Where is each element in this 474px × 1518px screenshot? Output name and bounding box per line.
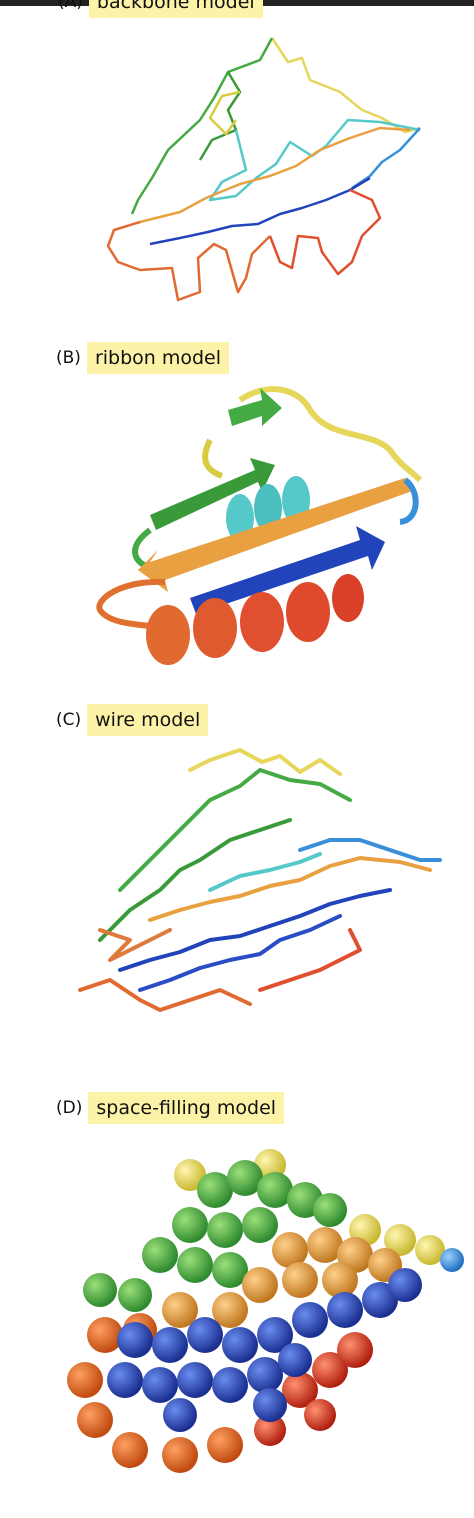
backbone-trace-red xyxy=(268,188,382,276)
panel-title: wire model xyxy=(87,704,209,736)
wire-segment-dark-orange xyxy=(78,978,252,1012)
ribbon-loop-yellow2 xyxy=(202,438,224,479)
panel-ribbon: (B) ribbon model xyxy=(0,330,474,690)
ribbon-strand-green-top xyxy=(228,388,282,426)
atom-cluster-red xyxy=(254,1332,373,1446)
ribbon-model-figure xyxy=(96,386,423,665)
atom-cluster-green xyxy=(83,1160,347,1312)
ribbon-loop-orange xyxy=(96,578,166,629)
ribbon-strand-green xyxy=(150,458,275,530)
backbone-trace-green2 xyxy=(198,71,242,161)
atom-cluster-orange xyxy=(162,1227,402,1328)
wire-segment-red xyxy=(258,928,362,992)
panel-letter: (A) xyxy=(58,0,83,12)
backbone-trace-yellow xyxy=(270,37,421,134)
wire-segment-green2 xyxy=(98,818,292,942)
atom-cluster-blue xyxy=(107,1268,422,1432)
backbone-trace-yellow2 xyxy=(208,90,241,136)
panel-wire: (C) wire model xyxy=(0,690,474,1060)
backbone-trace-blue xyxy=(149,176,371,246)
space-filling-model-figure xyxy=(67,1149,464,1473)
ribbon-loop-yellow xyxy=(238,386,423,483)
wire-segment-cyan xyxy=(208,852,322,892)
backbone-model-figure xyxy=(106,37,421,302)
wire-segment-blue xyxy=(118,888,392,972)
panel-letter: (B) xyxy=(56,348,81,368)
backbone-trace-lightblue xyxy=(351,127,421,190)
backbone-trace-green xyxy=(130,37,274,215)
wire-segment-blue2 xyxy=(138,914,342,992)
panel-space-filling: (D) space-filling model xyxy=(0,1060,474,1518)
panel-letter: (C) xyxy=(56,710,82,730)
wire-model-figure xyxy=(78,748,442,1012)
panel-a-label: (A) backbone model xyxy=(58,0,263,18)
ribbon-helix-red xyxy=(146,574,364,665)
wire-segment-lightblue xyxy=(298,838,442,862)
atom-cluster-dark-orange xyxy=(67,1313,243,1473)
wire-segment-orange2 xyxy=(98,928,172,962)
backbone-trace-orange xyxy=(139,126,411,224)
wire-segment-green xyxy=(118,768,352,892)
panel-backbone: (A) backbone model xyxy=(0,0,474,330)
backbone-trace-cyan xyxy=(208,118,421,202)
atom-cluster-lightblue xyxy=(440,1248,464,1272)
ribbon-loop-lightblue xyxy=(399,477,419,525)
panel-letter: (D) xyxy=(56,1098,83,1118)
ribbon-strand-orange xyxy=(138,478,415,592)
backbone-trace-dark-orange xyxy=(106,220,271,302)
panel-title: backbone model xyxy=(88,0,263,18)
panel-title: space-filling model xyxy=(88,1092,285,1124)
wire-segment-orange xyxy=(148,856,432,922)
ribbon-strand-blue xyxy=(190,526,385,614)
wire-segment-yellow xyxy=(188,748,342,776)
panel-b-label: (B) ribbon model xyxy=(56,342,230,374)
panel-c-label: (C) wire model xyxy=(56,704,209,736)
panel-title: ribbon model xyxy=(86,342,230,374)
panel-d-label: (D) space-filling model xyxy=(56,1092,285,1124)
